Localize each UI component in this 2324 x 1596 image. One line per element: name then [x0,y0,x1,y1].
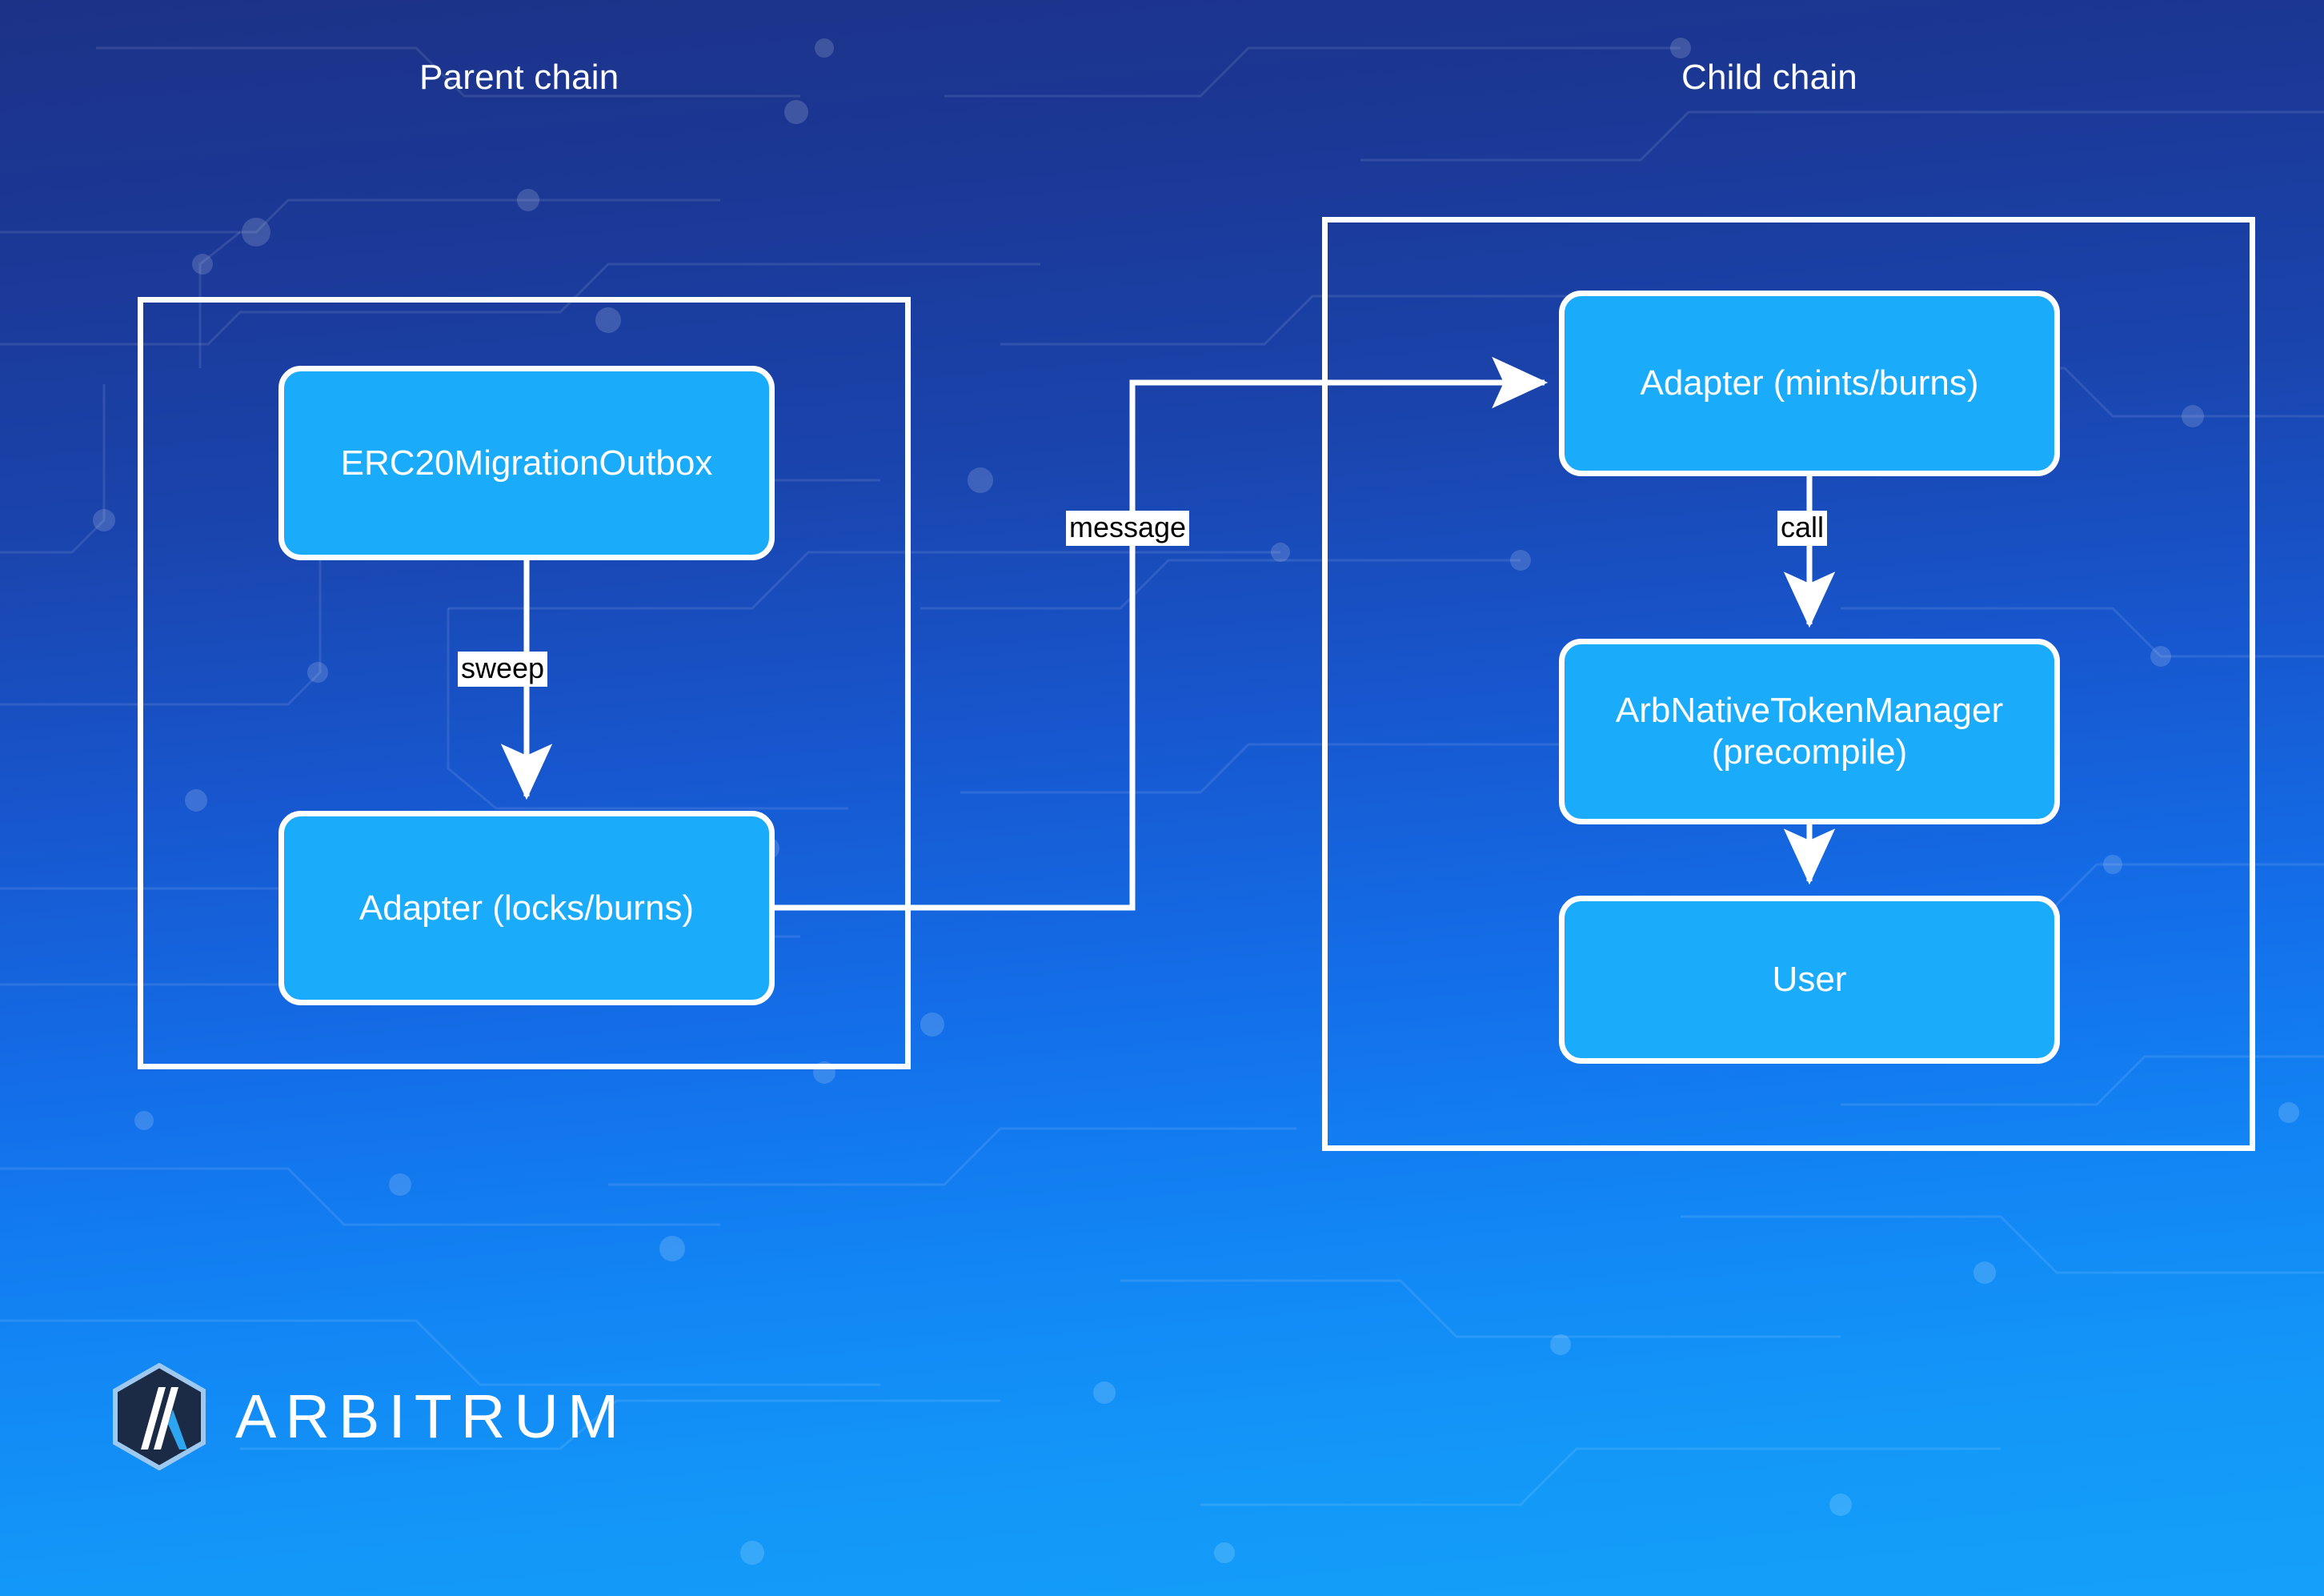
node-adapter-mints-burns[interactable]: Adapter (mints/burns) [1559,291,2060,476]
node-label: User [1772,960,1847,1000]
node-label: ERC20MigrationOutbox [340,443,713,483]
edge-label-message: message [1066,511,1190,547]
node-user[interactable]: User [1559,896,2060,1064]
node-arb-native-token-manager[interactable]: ArbNativeTokenManager (precompile) [1559,639,2060,824]
edge-label-call: call [1777,511,1828,547]
child-chain-title: Child chain [1681,58,1857,97]
arbitrum-wordmark: ARBITRUM [235,1381,628,1451]
node-label-line2: (precompile) [1711,732,1908,772]
parent-chain-title: Parent chain [419,58,619,97]
edge-label-sweep: sweep [458,652,548,688]
node-label: Adapter (mints/burns) [1640,363,1979,403]
node-erc20-migration-outbox[interactable]: ERC20MigrationOutbox [278,366,775,560]
node-adapter-locks-burns[interactable]: Adapter (locks/burns) [278,811,775,1005]
arbitrum-logo-lockup: ARBITRUM [112,1363,627,1470]
node-label-line1: ArbNativeTokenManager [1615,691,2004,731]
node-label-group: ArbNativeTokenManager (precompile) [1616,690,2003,773]
node-label: Adapter (locks/burns) [359,888,695,928]
arbitrum-hex-icon [113,1363,206,1470]
